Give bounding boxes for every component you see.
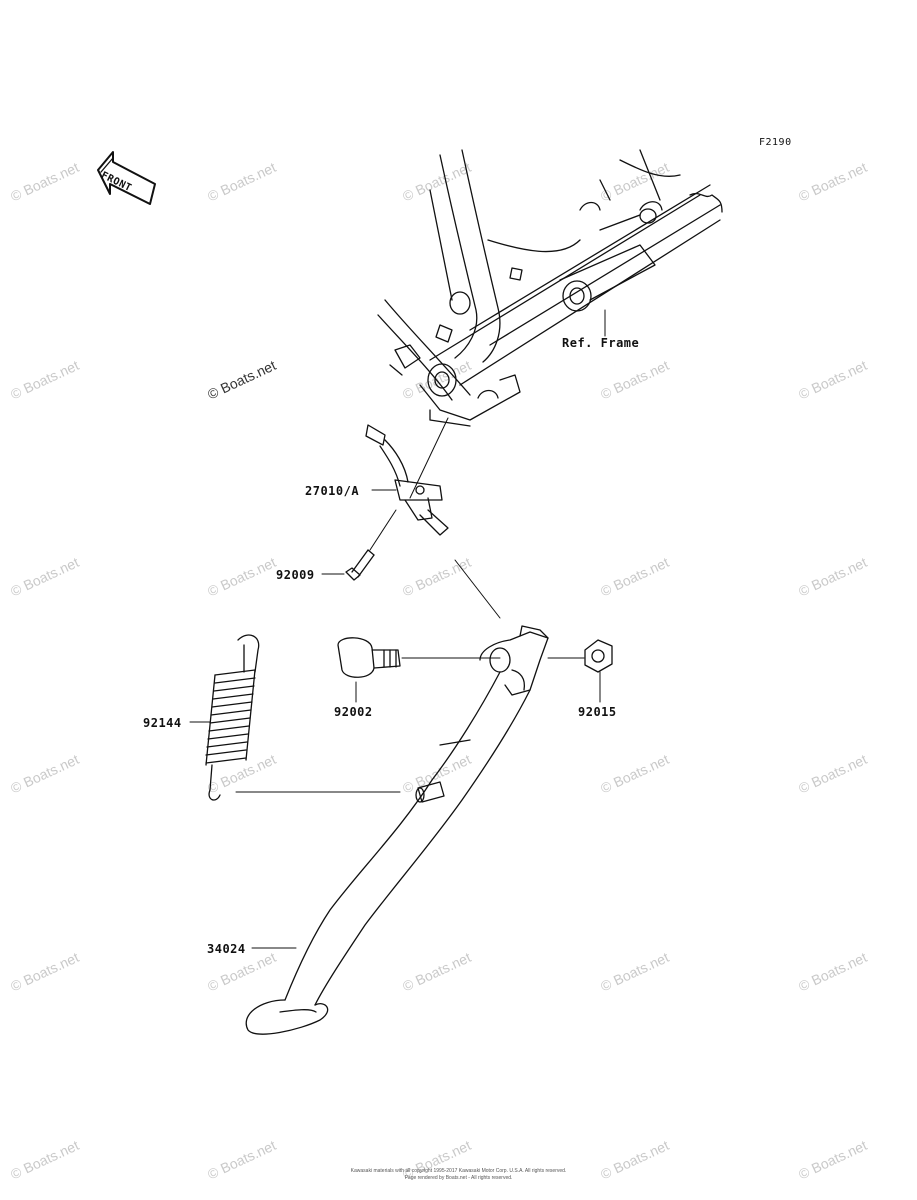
- ref-frame-label: Ref. Frame: [562, 336, 640, 350]
- sidestand-switch: [365, 424, 449, 536]
- copyright-line: Kawasaki materials with all copyright 19…: [350, 1168, 567, 1174]
- bolt-92009: [345, 549, 375, 581]
- copyright-line-2: Page rendered by Boats.net - All rights …: [404, 1175, 513, 1181]
- bolt-92002: [337, 637, 401, 678]
- part-label-34024: 34024: [207, 942, 246, 956]
- part-label-92002: 92002: [334, 705, 373, 719]
- part-label-92009: 92009: [276, 568, 315, 582]
- part-label-92144: 92144: [143, 716, 182, 730]
- part-label-27010a: 27010/A: [305, 484, 360, 498]
- spring-92144: [205, 634, 260, 801]
- part-label-92015: 92015: [578, 705, 617, 719]
- front-arrow-icon: [97, 151, 156, 205]
- nut-92015: [584, 639, 613, 673]
- side-stand-34024: [245, 625, 549, 1035]
- figure-code: F2190: [759, 137, 792, 148]
